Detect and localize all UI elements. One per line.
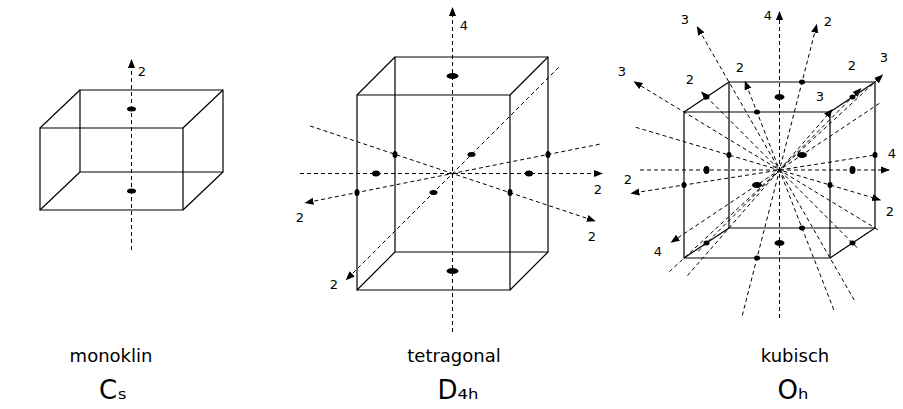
axis-dot (127, 107, 136, 194)
axis-dot (828, 182, 833, 188)
axis-dot (799, 80, 805, 85)
axis-dot (447, 268, 459, 274)
axis-dot (775, 240, 785, 246)
axis-dot (355, 189, 360, 196)
axis-order-number: 2 (588, 230, 596, 244)
symmetry-axis (745, 82, 834, 310)
symmetry-axis (698, 89, 861, 252)
axis-order-number: 2 (296, 211, 304, 225)
point-group-symbol: D₄ₕ (438, 376, 479, 405)
axis-dot (525, 171, 533, 177)
axis-order-number: 3 (618, 65, 626, 79)
cubic-cell (729, 82, 875, 228)
axis-order-number: 4 (460, 19, 468, 33)
crystal-system-name: monoklin (70, 346, 153, 366)
point-group-symbol: Cₛ (99, 376, 127, 405)
symmetry-axis (697, 27, 854, 300)
axis-dot (873, 152, 878, 158)
axis-order-number: 4 (888, 147, 896, 161)
axis-dot (447, 73, 459, 79)
axis-dot (127, 189, 136, 194)
axis-dot (430, 190, 438, 195)
axis-dot (754, 256, 760, 261)
axis-dot (727, 152, 732, 158)
symmetry-axis (631, 12, 889, 318)
axis-dot (850, 241, 856, 246)
axis-dot (850, 166, 856, 174)
axis-order-number: 2 (824, 15, 832, 29)
tetragonal-prism (357, 95, 510, 290)
axis-dot (468, 152, 476, 157)
point-group-symbol: Oₕ (778, 376, 809, 405)
monoclinic-prism (80, 90, 223, 172)
axis-dot (775, 94, 785, 100)
monoclinic-prism (40, 128, 183, 210)
symmetry-axis (452, 8, 453, 332)
symmetry-axis (671, 103, 879, 242)
axis-dot (799, 226, 805, 231)
cubic-cell (684, 112, 830, 258)
axis-order-number: 2 (594, 183, 602, 197)
symmetry-axis (779, 12, 780, 318)
axis-order-number: 2 (886, 205, 894, 219)
axis-dot (704, 166, 710, 174)
axis-dot (127, 107, 136, 112)
axis-dot (508, 189, 513, 196)
symmetry-axis (636, 127, 881, 200)
symmetry-axis (131, 60, 132, 250)
axis-dot (355, 73, 551, 274)
axis-dot (754, 110, 760, 115)
axis-dot (372, 171, 380, 177)
axis-dot (682, 182, 687, 188)
symmetry-axis (300, 8, 602, 332)
axis-order-number: 2 (736, 61, 744, 75)
symmetry-axis (634, 82, 878, 230)
crystal-system-name: tetragonal (407, 346, 501, 366)
axis-dot (546, 151, 551, 158)
axis-dot (850, 95, 856, 100)
axis-dot (682, 80, 878, 261)
symmetry-axis (669, 75, 882, 272)
axis-order-number: 2 (624, 173, 632, 187)
axis-order-number: 3 (816, 90, 824, 104)
axis-order-number: 3 (880, 51, 888, 65)
axis-order-number: 4 (764, 9, 772, 23)
axis-dot (704, 241, 710, 246)
axis-order-number: 3 (681, 13, 689, 27)
symmetry-axis (310, 126, 595, 221)
tetragonal-prism (395, 57, 548, 252)
crystal-system-name: kubisch (761, 346, 829, 366)
axis-order-number: 2 (330, 278, 338, 292)
symmetry-axis (131, 60, 132, 250)
axis-order-number: 2 (848, 59, 856, 73)
axis-order-number: 4 (654, 245, 662, 259)
axis-dot (752, 182, 762, 188)
axis-order-number: 2 (686, 73, 694, 87)
axis-dot (704, 95, 710, 100)
axis-dot (797, 152, 807, 158)
axis-order-number: 2 (138, 65, 146, 79)
axis-dot (393, 151, 398, 158)
